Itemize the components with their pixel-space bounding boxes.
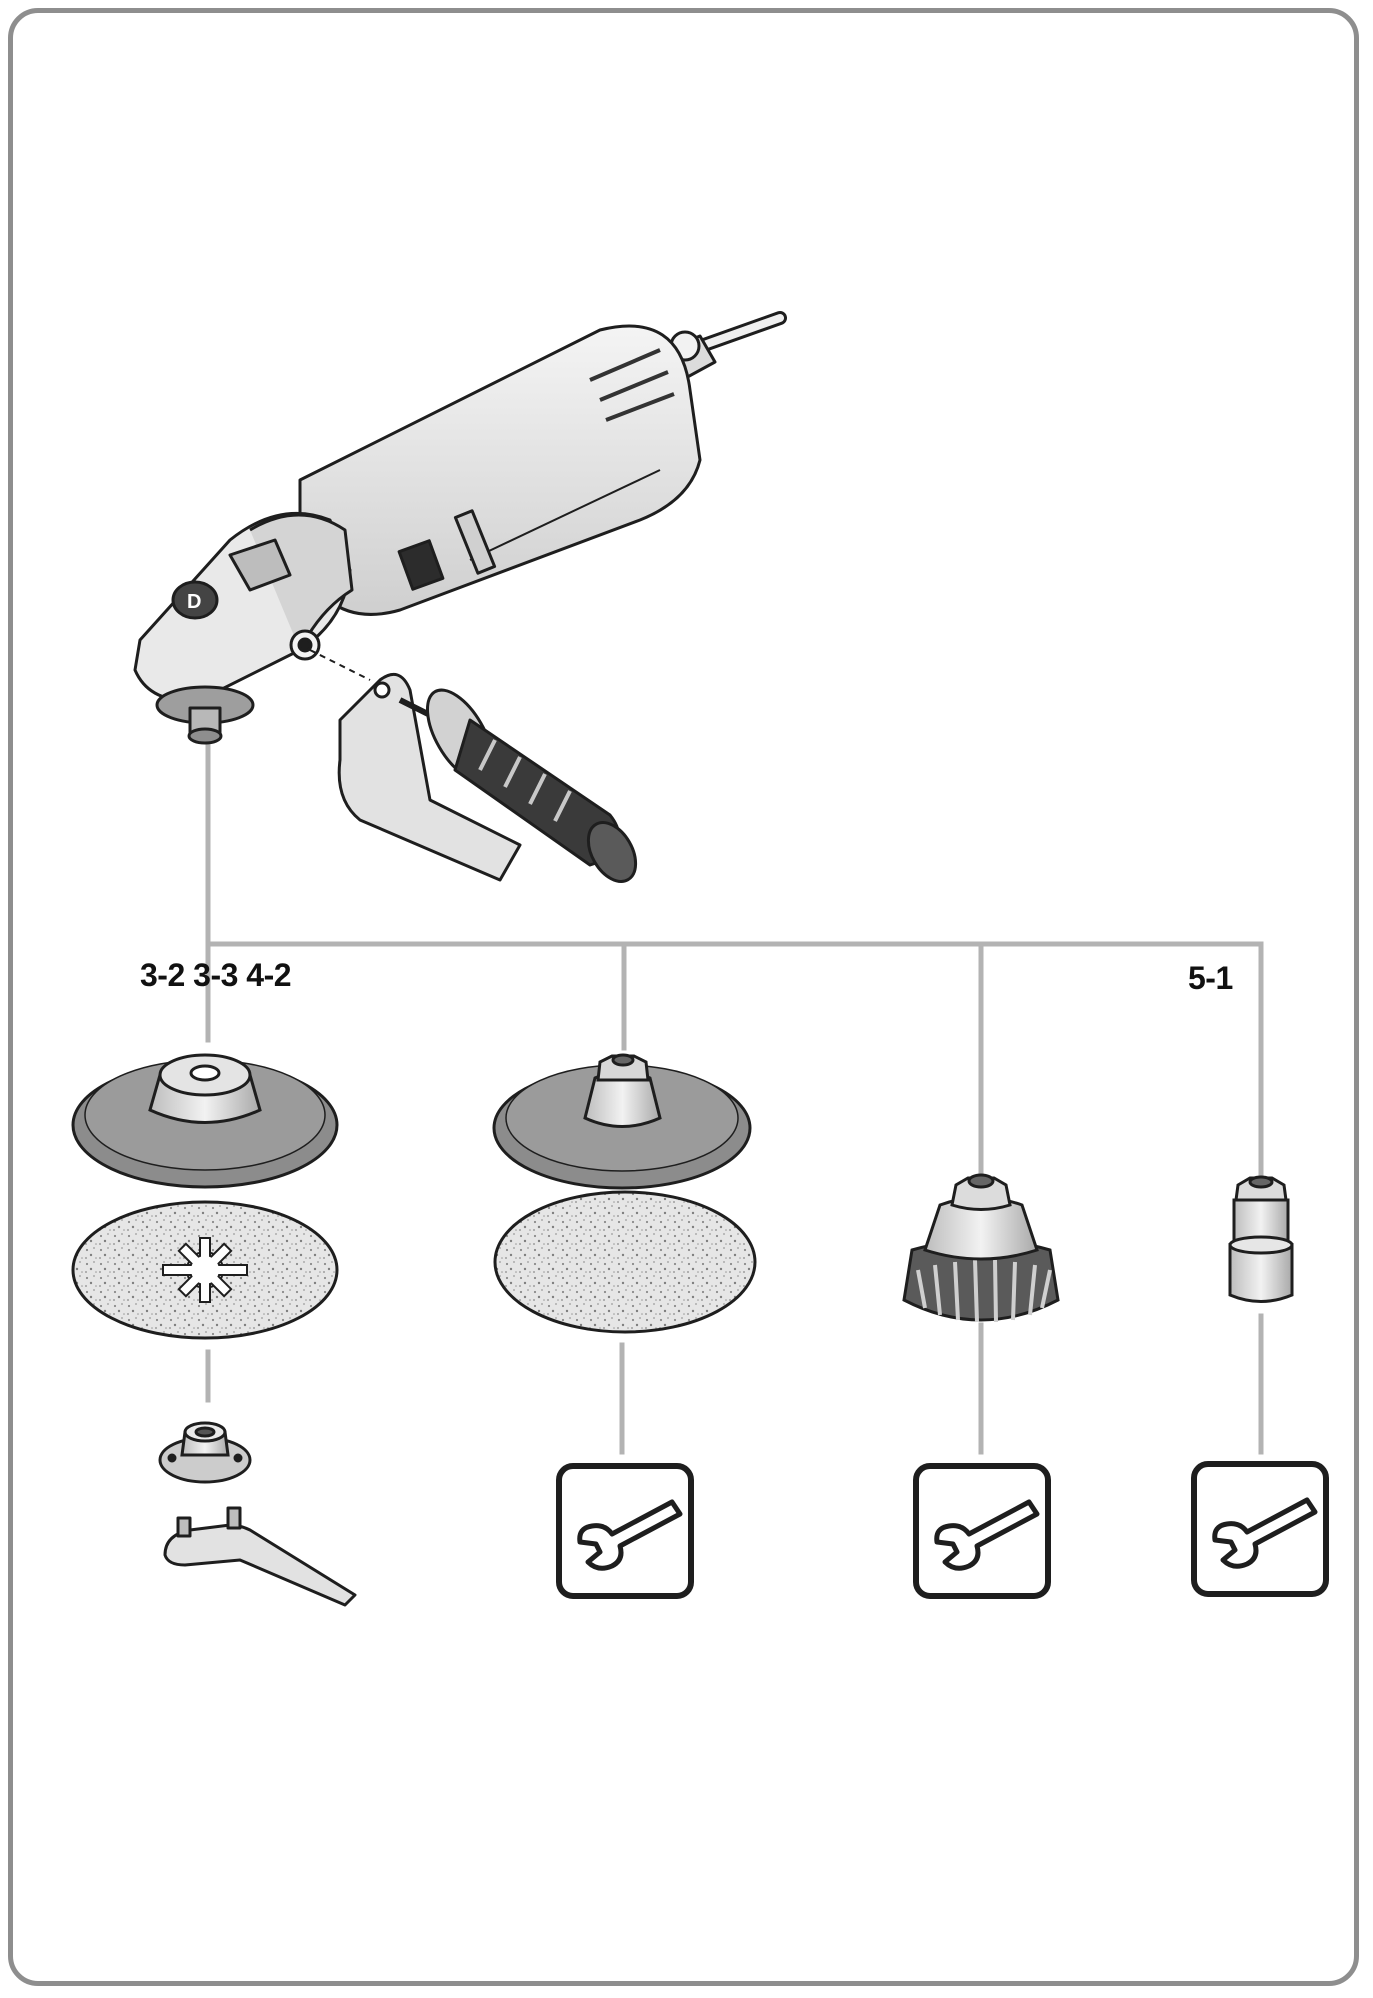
speed-dial <box>453 509 497 575</box>
side-handle-assembly <box>309 649 638 883</box>
wrench-box-3 <box>913 1463 1051 1599</box>
wrench-icon <box>1212 1497 1318 1569</box>
spindle-lock-button <box>171 580 219 620</box>
handle-end-cap <box>586 821 638 883</box>
wrench-box-4 <box>1191 1461 1329 1597</box>
svg-text:D: D <box>187 591 201 613</box>
thread-adapter <box>1228 1175 1294 1303</box>
vent-slots <box>589 348 675 422</box>
backing-pad-1 <box>71 1053 339 1189</box>
mount-guide-line <box>309 649 371 681</box>
wrench-icon <box>934 1499 1040 1571</box>
guard-plate <box>337 672 522 882</box>
clamping-nut <box>158 1421 252 1484</box>
pin-spanner-wrench <box>163 1506 357 1607</box>
wire-cup-brush <box>902 1173 1060 1323</box>
angle-grinder: D <box>133 311 787 745</box>
diagram-frame <box>8 8 1359 1986</box>
connector-lines <box>205 742 1264 1455</box>
motor-housing <box>298 324 702 616</box>
wrench-box-2 <box>556 1463 694 1599</box>
wrench-icon <box>577 1499 683 1571</box>
backing-pad-2 <box>492 1053 752 1190</box>
section-codes-left: 3-2 3-3 4-2 <box>140 957 292 993</box>
abrasive-disc <box>493 1190 757 1334</box>
paddle-lever <box>228 538 292 592</box>
section-code-right: 5-1 <box>1188 960 1233 996</box>
perforated-abrasive-disc <box>71 1200 339 1340</box>
power-switch <box>397 539 445 591</box>
housing-seam <box>469 469 661 561</box>
